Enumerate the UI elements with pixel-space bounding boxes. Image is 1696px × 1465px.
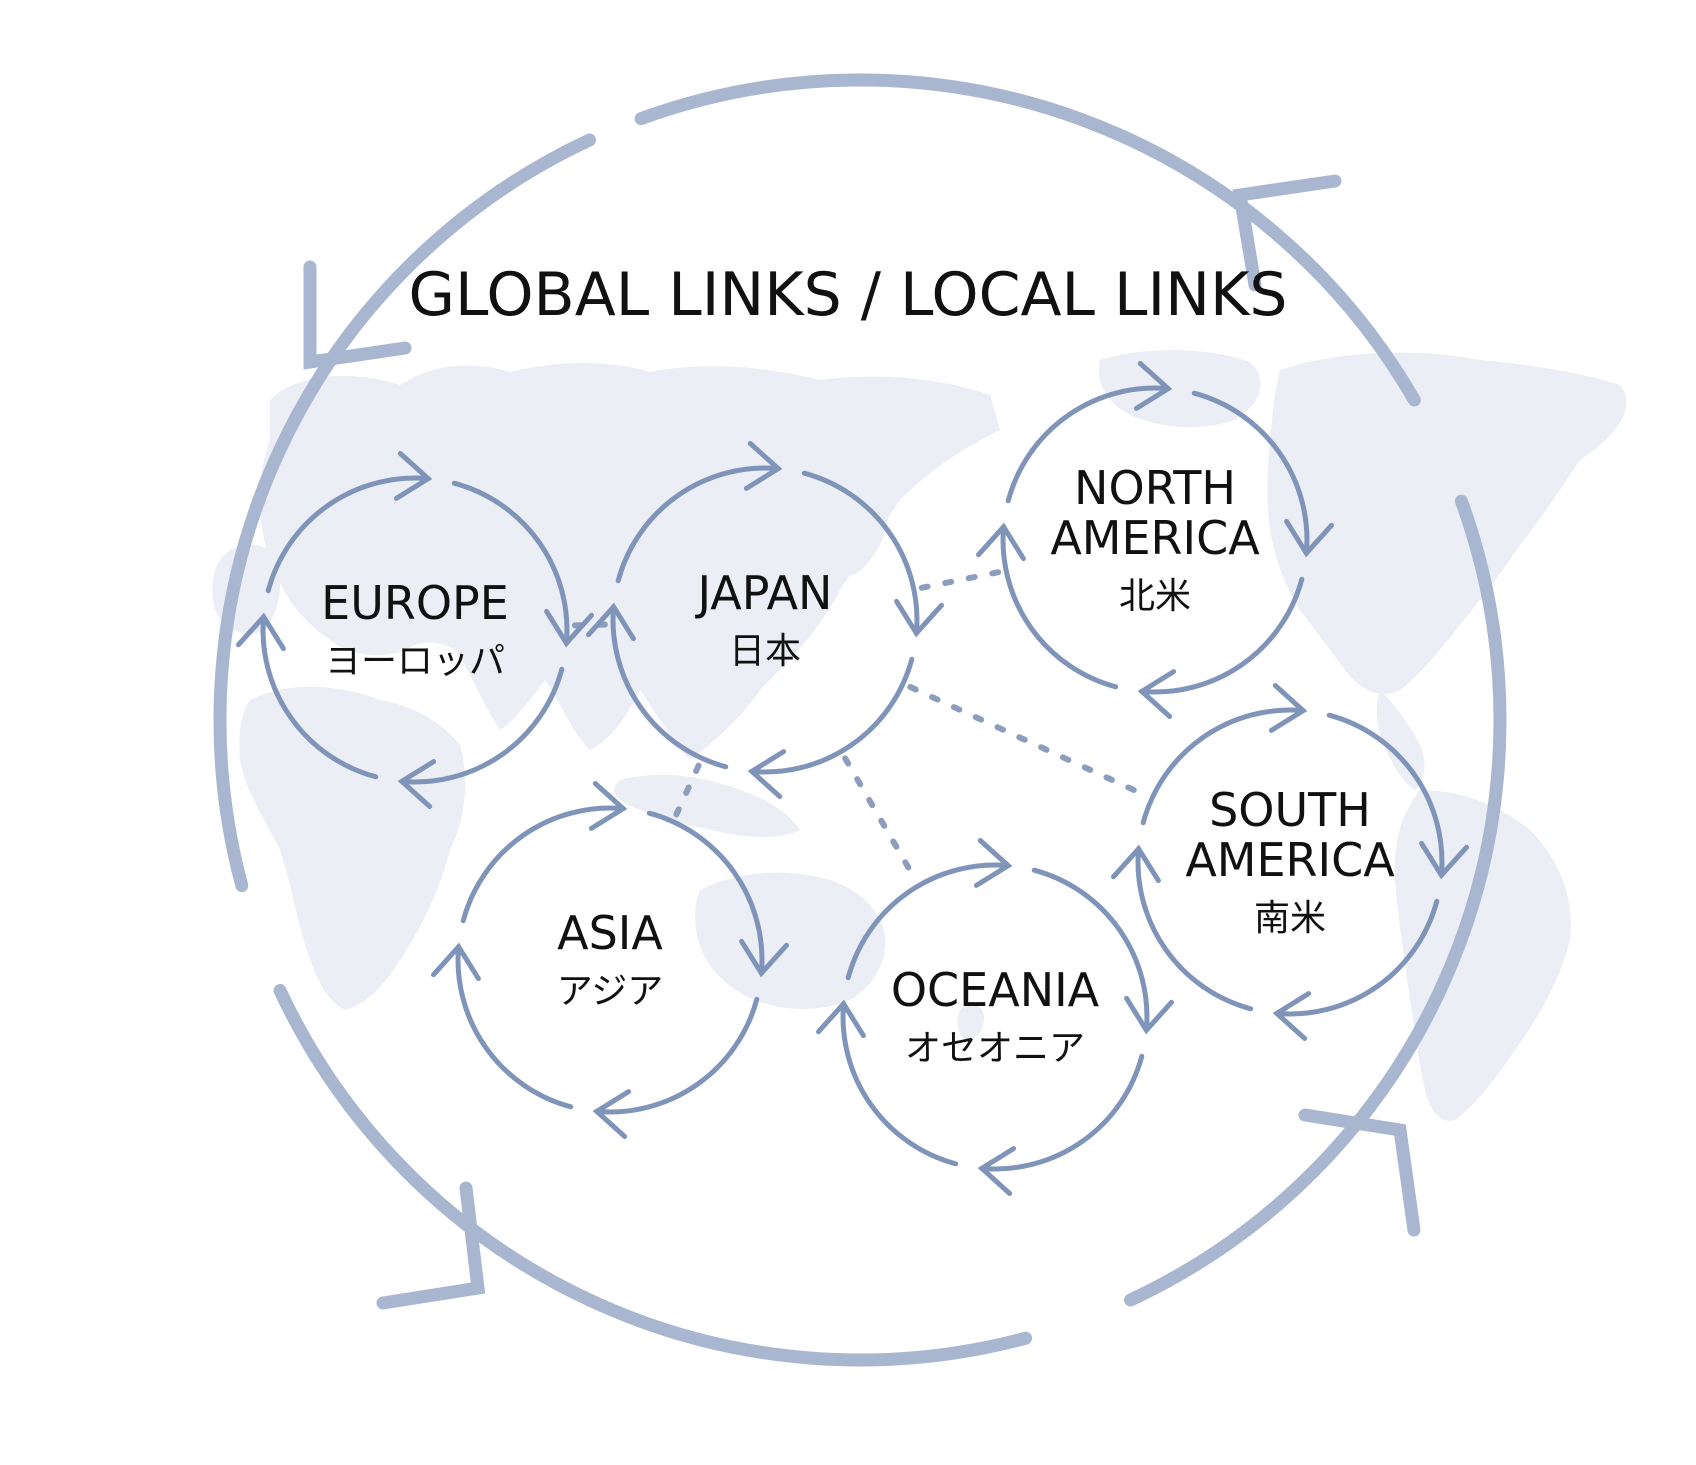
region-cycle-arrowhead (743, 441, 783, 491)
region-cycle-arrowhead (592, 1089, 632, 1139)
map-landmass-north-america (1267, 352, 1627, 694)
region-name: ASIA (557, 906, 663, 960)
global-cycle-arc (213, 133, 596, 893)
region-cycle-arrowhead (588, 781, 628, 831)
global-cycle-arrowhead (303, 260, 412, 370)
region-cycle-arrowhead (1419, 840, 1469, 880)
region-name: AMERICA (1050, 511, 1260, 565)
region-cycle-arc (1191, 390, 1310, 556)
cycle-arrows-icon (976, 361, 1334, 719)
circular-arrows-icon (213, 73, 1507, 1367)
region-japan: JAPAN 日本 (586, 441, 944, 799)
map-landmass-central-america (1376, 690, 1425, 790)
region-cycle-arc (1000, 524, 1119, 690)
region-cycle-arc (1326, 712, 1445, 878)
map-landmass-africa (239, 686, 466, 1010)
global-cycle-arrowhead (376, 1181, 486, 1310)
region-cycle-arrowhead (1137, 669, 1177, 719)
region-name: JAPAN (695, 566, 833, 620)
region-cycle-arc (1005, 385, 1171, 504)
region-name-jp: 南米 (1254, 898, 1326, 939)
region-name: NORTH (1074, 461, 1236, 515)
link-japan-asia (673, 762, 702, 818)
region-asia: ASIA アジア (431, 781, 789, 1139)
region-name: SOUTH (1209, 783, 1371, 837)
region-cycle-arrowhead (1268, 683, 1308, 733)
region-cycle-arc (399, 666, 565, 785)
region-cycle-arc (1135, 846, 1254, 1012)
page-title: GLOBAL LINKS / LOCAL LINKS (409, 260, 1288, 330)
region-cycle-arrowhead (397, 759, 437, 809)
cycle-arrows-icon (1111, 683, 1469, 1041)
region-cycle-arrowhead (977, 1146, 1017, 1196)
region-cycle-arrowhead (1284, 518, 1334, 558)
cycle-arrows-icon (431, 781, 789, 1139)
region-name-jp: ヨーロッパ (325, 641, 505, 682)
region-cycle-arrowhead (816, 999, 866, 1039)
region-name-jp: アジア (557, 971, 664, 1012)
region-cycle-arc (1140, 707, 1306, 826)
global-cycle-arc (273, 984, 1033, 1367)
map-landmass-greenland (1098, 350, 1261, 428)
region-cycle-arrowhead (747, 749, 787, 799)
link-japan-south-america (907, 684, 1148, 798)
region-cycle-arc (1031, 867, 1150, 1033)
region-europe: EUROPE ヨーロッパ (236, 451, 594, 809)
region-cycle-arc (615, 465, 781, 584)
region-cycle-arc (265, 475, 431, 594)
region-cycle-arc (749, 656, 915, 775)
region-name: EUROPE (321, 576, 509, 630)
global-cycle-arc (634, 73, 1421, 407)
region-cycle-arrowhead (1133, 361, 1173, 411)
region-cycle-arrowhead (586, 602, 636, 642)
region-cycle-arc (451, 480, 570, 646)
region-name: OCEANIA (891, 963, 1100, 1017)
region-cycle-arrowhead (236, 612, 286, 652)
cycle-arrows-icon (586, 441, 944, 799)
global-cycle-arc (1124, 494, 1507, 1307)
region-name-jp: 北米 (1119, 576, 1191, 617)
region-cycle-arrowhead (976, 522, 1026, 562)
region-cycle-arc (594, 996, 760, 1115)
global-cycle-arrowhead (1232, 174, 1342, 292)
region-cycle-arrowhead (544, 608, 594, 648)
region-cycle-arc (1274, 898, 1440, 1017)
region-oceania: OCEANIA オセオニア (816, 838, 1174, 1196)
region-cycle-arrowhead (1272, 991, 1312, 1041)
map-landmass-southeast-asia (614, 774, 800, 837)
cycle-arrows-icon (236, 451, 594, 809)
region-cycle-arc (260, 614, 379, 780)
region-cycle-arc (840, 1001, 959, 1167)
region-name: AMERICA (1185, 833, 1395, 887)
link-japan-oceania (842, 755, 918, 882)
region-cycle-arc (845, 862, 1011, 981)
region-cycle-arc (610, 604, 729, 770)
region-cycle-arc (646, 810, 765, 976)
link-japan-north-america (918, 569, 1002, 591)
region-cycle-arrowhead (973, 838, 1013, 888)
region-cycle-arc (1139, 576, 1305, 695)
region-cycle-arrowhead (739, 938, 789, 978)
region-cycle-arrowhead (1111, 844, 1161, 884)
region-name-jp: オセオニア (905, 1028, 1085, 1069)
region-cycle-arc (979, 1053, 1145, 1172)
map-landmass-eurasia (259, 363, 1000, 760)
map-landmass-new-zealand (957, 1004, 985, 1041)
region-cycle-arc (455, 944, 574, 1110)
region-cycle-arrowhead (431, 942, 481, 982)
global-cycle-arrowhead (1298, 1108, 1421, 1237)
region-cycle-arc (801, 470, 920, 636)
region-cycle-arrowhead (894, 598, 944, 638)
region-name-jp: 日本 (729, 631, 801, 672)
region-cycle-arc (460, 805, 626, 924)
region-cycle-arrowhead (393, 451, 433, 501)
cycle-arrows-icon (816, 838, 1174, 1196)
map-landmass-australia (695, 872, 886, 1009)
region-cycle-arrowhead (1124, 995, 1174, 1035)
